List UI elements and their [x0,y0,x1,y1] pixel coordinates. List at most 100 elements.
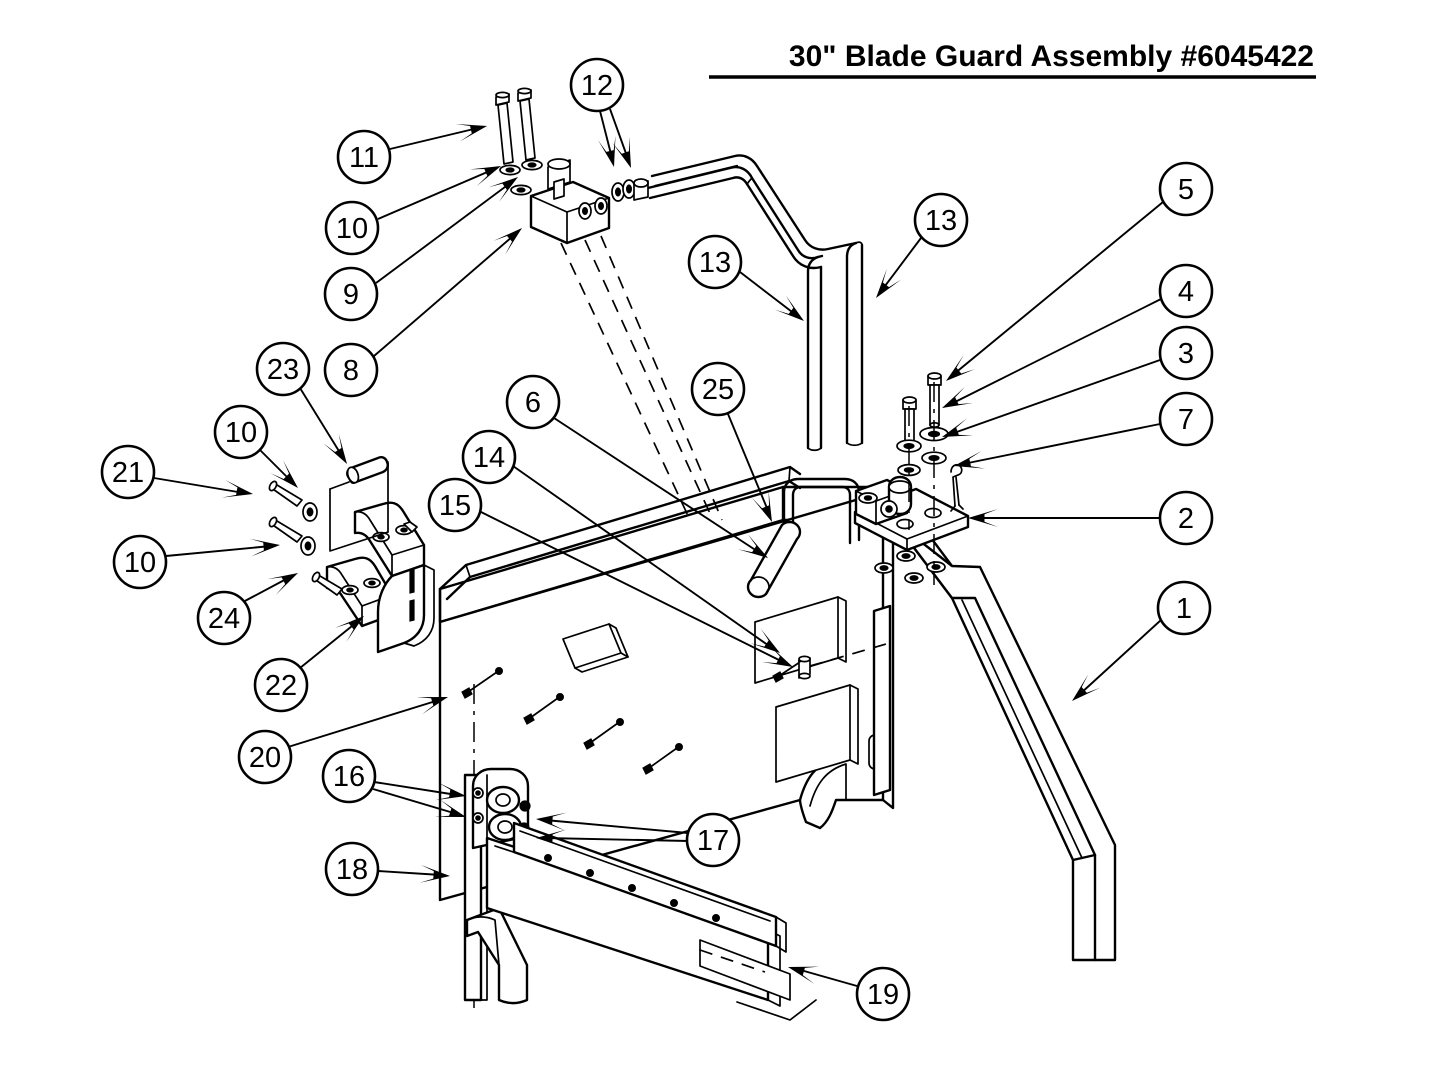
callout-bubble[interactable] [569,57,625,113]
leader-line [242,576,291,603]
callout-bubble[interactable] [255,341,311,397]
callout-20[interactable]: 20 [237,697,448,785]
callout-11[interactable]: 11 [336,123,487,185]
callout-bubble[interactable] [324,200,380,256]
callout-13-right[interactable]: 13 [876,192,969,298]
callout-15[interactable]: 15 [427,477,793,667]
leader-arrow-icon [455,123,487,142]
callout-5[interactable]: 5 [946,161,1214,381]
callout-number: 3 [1178,338,1194,370]
callout-bubble[interactable] [196,590,252,646]
leader-line [544,819,689,834]
callout-bubble[interactable] [505,374,561,430]
pivot-mount-bracket [853,475,970,552]
leader-arrow-icon [942,386,973,408]
callout-23[interactable]: 23 [255,341,347,464]
callout-bubble[interactable] [336,129,392,185]
guard-handle-loop [782,477,861,545]
callout-bubble[interactable] [427,477,483,533]
leader-line [377,870,442,876]
guard-top-rail [438,465,802,601]
leader-arrow-icon [750,628,780,653]
callout-bubble[interactable] [913,192,969,248]
callout-bubble[interactable] [1158,490,1214,546]
callout-1[interactable]: 1 [1072,580,1212,701]
callout-bubble[interactable] [324,841,380,897]
callout-bubble[interactable] [1158,263,1214,319]
callout-bubble[interactable] [685,812,741,868]
callout-10-mid[interactable]: 10 [213,404,298,488]
leader-line [881,237,922,291]
leader-line [299,621,358,669]
pivot-block-assembly [495,87,723,521]
callout-16[interactable]: 16 [321,748,466,817]
callout-layer: 1110981213135437212310211024222061415251… [100,57,1214,1022]
callout-bubble[interactable] [1158,391,1214,447]
callout-number: 2 [1178,503,1194,535]
callout-10-top[interactable]: 10 [324,166,501,256]
callout-bubble[interactable] [690,361,746,417]
leader-line [373,781,458,796]
shoulder-bolt [268,480,303,507]
callout-number: 23 [267,354,299,386]
callout-24[interactable]: 24 [196,573,298,646]
callout-4[interactable]: 4 [942,263,1214,408]
callout-6[interactable]: 6 [505,374,768,558]
callout-bubble[interactable] [1158,325,1214,381]
callout-bubble[interactable] [237,729,293,785]
callout-bubble[interactable] [1158,161,1214,217]
retaining-hardware [403,521,418,533]
callout-number: 10 [225,417,257,449]
callout-number: 18 [336,854,368,886]
callout-bubble[interactable] [855,966,911,1022]
callout-bubble[interactable] [100,444,156,500]
leader-line [512,465,773,649]
leader-line [599,110,613,159]
leader-line [739,271,797,316]
callout-12[interactable]: 12 [569,57,631,168]
callout-bubble[interactable] [213,404,269,460]
leader-line [375,183,510,284]
callout-18[interactable]: 18 [324,841,450,897]
leader-line [478,510,786,664]
stud-pin-lower [746,520,802,599]
leader-arrow-icon [788,966,820,984]
callout-10-low[interactable]: 10 [112,534,280,590]
callout-bubble[interactable] [323,342,379,398]
callout-7[interactable]: 7 [954,391,1214,469]
callout-bubble[interactable] [253,657,309,713]
callout-number: 21 [112,457,144,489]
callout-bubble[interactable] [687,234,743,290]
leader-line [165,545,272,557]
callout-number: 20 [249,742,281,774]
callout-17[interactable]: 17 [536,812,741,868]
leader-arrow-icon [774,295,804,321]
callout-bubble[interactable] [323,266,379,322]
callout-13-left[interactable]: 13 [687,234,804,321]
callout-22[interactable]: 22 [253,616,364,713]
callout-19[interactable]: 19 [788,966,911,1022]
leader-line [953,201,1164,375]
leader-line [727,413,770,514]
body-rivet [461,666,504,699]
callout-bubble[interactable] [461,429,517,485]
callout-25[interactable]: 25 [690,361,772,522]
callout-number: 22 [265,670,297,702]
carriage-bolt [311,571,343,596]
callout-3[interactable]: 3 [942,325,1214,437]
callout-2[interactable]: 2 [968,490,1214,546]
callout-bubble[interactable] [1156,580,1212,636]
leader-line [544,837,690,842]
callout-bubble[interactable] [321,748,377,804]
callout-9[interactable]: 9 [323,177,518,322]
callout-21[interactable]: 21 [100,444,253,500]
callout-bubble[interactable] [112,534,168,590]
leader-arrow-icon [954,450,986,469]
leader-line [609,108,629,160]
callout-8[interactable]: 8 [323,228,522,398]
callout-number: 7 [1178,404,1194,436]
callout-14[interactable]: 14 [461,429,780,653]
leader-arrow-icon [612,136,631,168]
